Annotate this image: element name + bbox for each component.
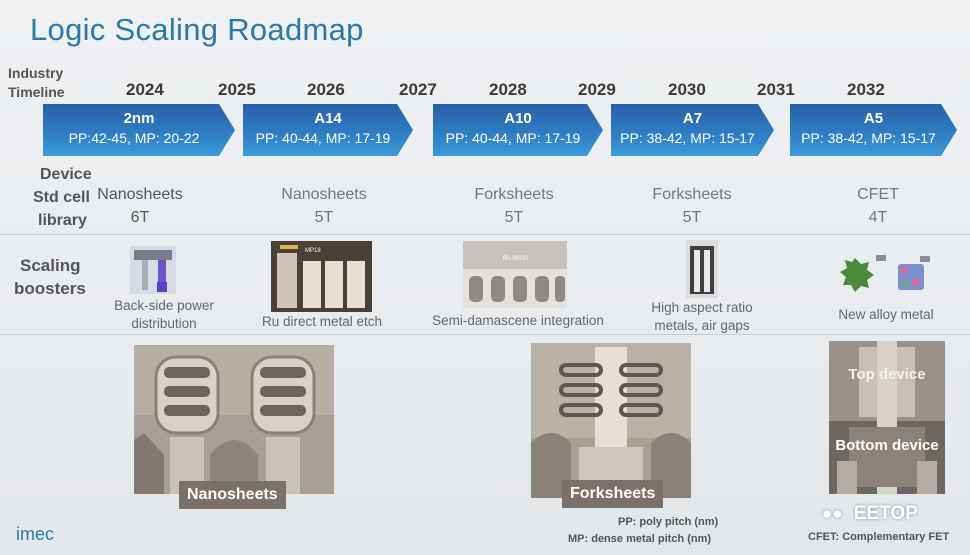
nanosheets-tem-image: [134, 345, 334, 494]
year-2032: 2032: [847, 80, 885, 99]
node-name: 2nm: [123, 110, 155, 127]
booster-semi-damascene: Semi-damascene integration: [420, 312, 616, 330]
cell-track: 4T: [868, 209, 888, 226]
booster-backside-power: Back-side power distribution: [88, 297, 240, 333]
year-2024: 2024: [126, 80, 164, 99]
device-label: Device: [40, 166, 92, 183]
slide-title: Logic Scaling Roadmap: [30, 12, 364, 47]
ru-metal-etch-image: MP18: [271, 241, 372, 312]
divider: [0, 234, 970, 235]
node-name: A5: [863, 110, 884, 127]
cell-track: 5T: [504, 209, 524, 226]
cfet-tem-image: Top device Bottom device: [829, 341, 945, 494]
cell-track: 5T: [314, 209, 334, 226]
device-section-label: Device Std cell library: [20, 163, 92, 232]
backside-power-image: [130, 246, 176, 294]
node-name: A14: [314, 110, 342, 127]
high-aspect-ratio-image: [686, 240, 718, 298]
nanosheets-caption: Nanosheets: [179, 481, 286, 509]
node-arrow-a5: A5 PP: 38-42, MP: 15-17: [790, 104, 957, 156]
ru-msv2-label: Ru MSV2: [503, 256, 529, 262]
year-2029: 2029: [578, 80, 616, 99]
industry-label: Industry: [8, 65, 64, 81]
node-pitch: PP:42-45, MP: 20-22: [68, 130, 200, 146]
cell-track: 6T: [130, 209, 150, 226]
watermark-text: EETOP: [853, 503, 918, 524]
top-device-label: Top device: [848, 366, 925, 383]
forksheets-tem-image: [531, 343, 691, 498]
eetop-watermark: ●● EETOP: [822, 503, 918, 525]
industry-timeline-label: Industry Timeline: [8, 64, 65, 102]
year-2025: 2025: [218, 80, 256, 99]
device-col-a7: Forksheets 5T: [640, 183, 744, 229]
node-name: A7: [682, 110, 703, 127]
cell-track: 5T: [682, 209, 702, 226]
device-type: Nanosheets: [281, 186, 367, 203]
boosters-label: boosters: [14, 279, 86, 298]
node-arrow-a14: A14 PP: 40-44, MP: 17-19: [243, 104, 413, 156]
booster-line: Ru direct metal etch: [261, 314, 383, 329]
scaling-label: Scaling: [20, 256, 81, 275]
booster-line: distribution: [131, 316, 197, 331]
node-arrow-a7: A7 PP: 38-42, MP: 15-17: [611, 104, 774, 156]
forksheets-caption: Forksheets: [562, 480, 664, 508]
device-type: Forksheets: [474, 186, 554, 203]
booster-alloy-metal: New alloy metal: [820, 306, 952, 324]
scaling-boosters-label: Scaling boosters: [14, 254, 86, 300]
footnote-mp: MP: dense metal pitch (nm): [568, 533, 712, 545]
library-label: library: [38, 212, 87, 229]
divider: [0, 334, 970, 335]
node-pitch: PP: 38-42, MP: 15-17: [620, 130, 755, 146]
booster-line: Back-side power: [114, 298, 214, 313]
node-pitch: PP: 40-44, MP: 17-19: [255, 130, 391, 146]
year-2027: 2027: [399, 80, 437, 99]
std-cell-label: Std cell: [33, 189, 90, 206]
timeline-label: Timeline: [8, 84, 65, 100]
wechat-icon: ●●: [822, 504, 843, 523]
year-2028: 2028: [489, 80, 527, 99]
year-2030: 2030: [668, 80, 706, 99]
imec-logo: imec: [16, 524, 55, 544]
booster-ru-etch: Ru direct metal etch: [246, 313, 398, 331]
node-arrow-2nm: 2nm PP:42-45, MP: 20-22: [43, 104, 235, 156]
node-arrow-a10: A10 PP: 40-44, MP: 17-19: [433, 104, 603, 156]
semi-damascene-image: Ru MSV2: [463, 241, 567, 308]
node-pitch: PP: 38-42, MP: 15-17: [801, 130, 936, 146]
mp18-label: MP18: [305, 248, 321, 254]
footnote-cfet: CFET: Complementary FET: [808, 531, 950, 543]
booster-line: New alloy metal: [838, 307, 934, 322]
device-type: CFET: [857, 186, 899, 203]
year-2026: 2026: [307, 80, 345, 99]
new-alloy-metal-image: [840, 255, 930, 292]
year-2031: 2031: [757, 80, 795, 99]
node-pitch: PP: 40-44, MP: 17-19: [445, 130, 581, 146]
device-col-a14: Nanosheets 5T: [272, 183, 376, 229]
bottom-device-label: Bottom device: [835, 437, 938, 454]
booster-line: metals, air gaps: [654, 318, 750, 333]
node-name: A10: [504, 110, 532, 127]
device-type: Forksheets: [652, 186, 732, 203]
booster-line: Semi-damascene integration: [432, 313, 604, 328]
device-col-a5: CFET 4T: [826, 183, 930, 229]
device-col-2nm: Nanosheets 6T: [88, 183, 192, 229]
device-col-a10: Forksheets 5T: [462, 183, 566, 229]
device-type: Nanosheets: [97, 186, 183, 203]
booster-line: High aspect ratio: [651, 300, 753, 315]
booster-high-aspect: High aspect ratio metals, air gaps: [632, 299, 772, 335]
footnote-pp: PP: poly pitch (nm): [618, 516, 719, 528]
